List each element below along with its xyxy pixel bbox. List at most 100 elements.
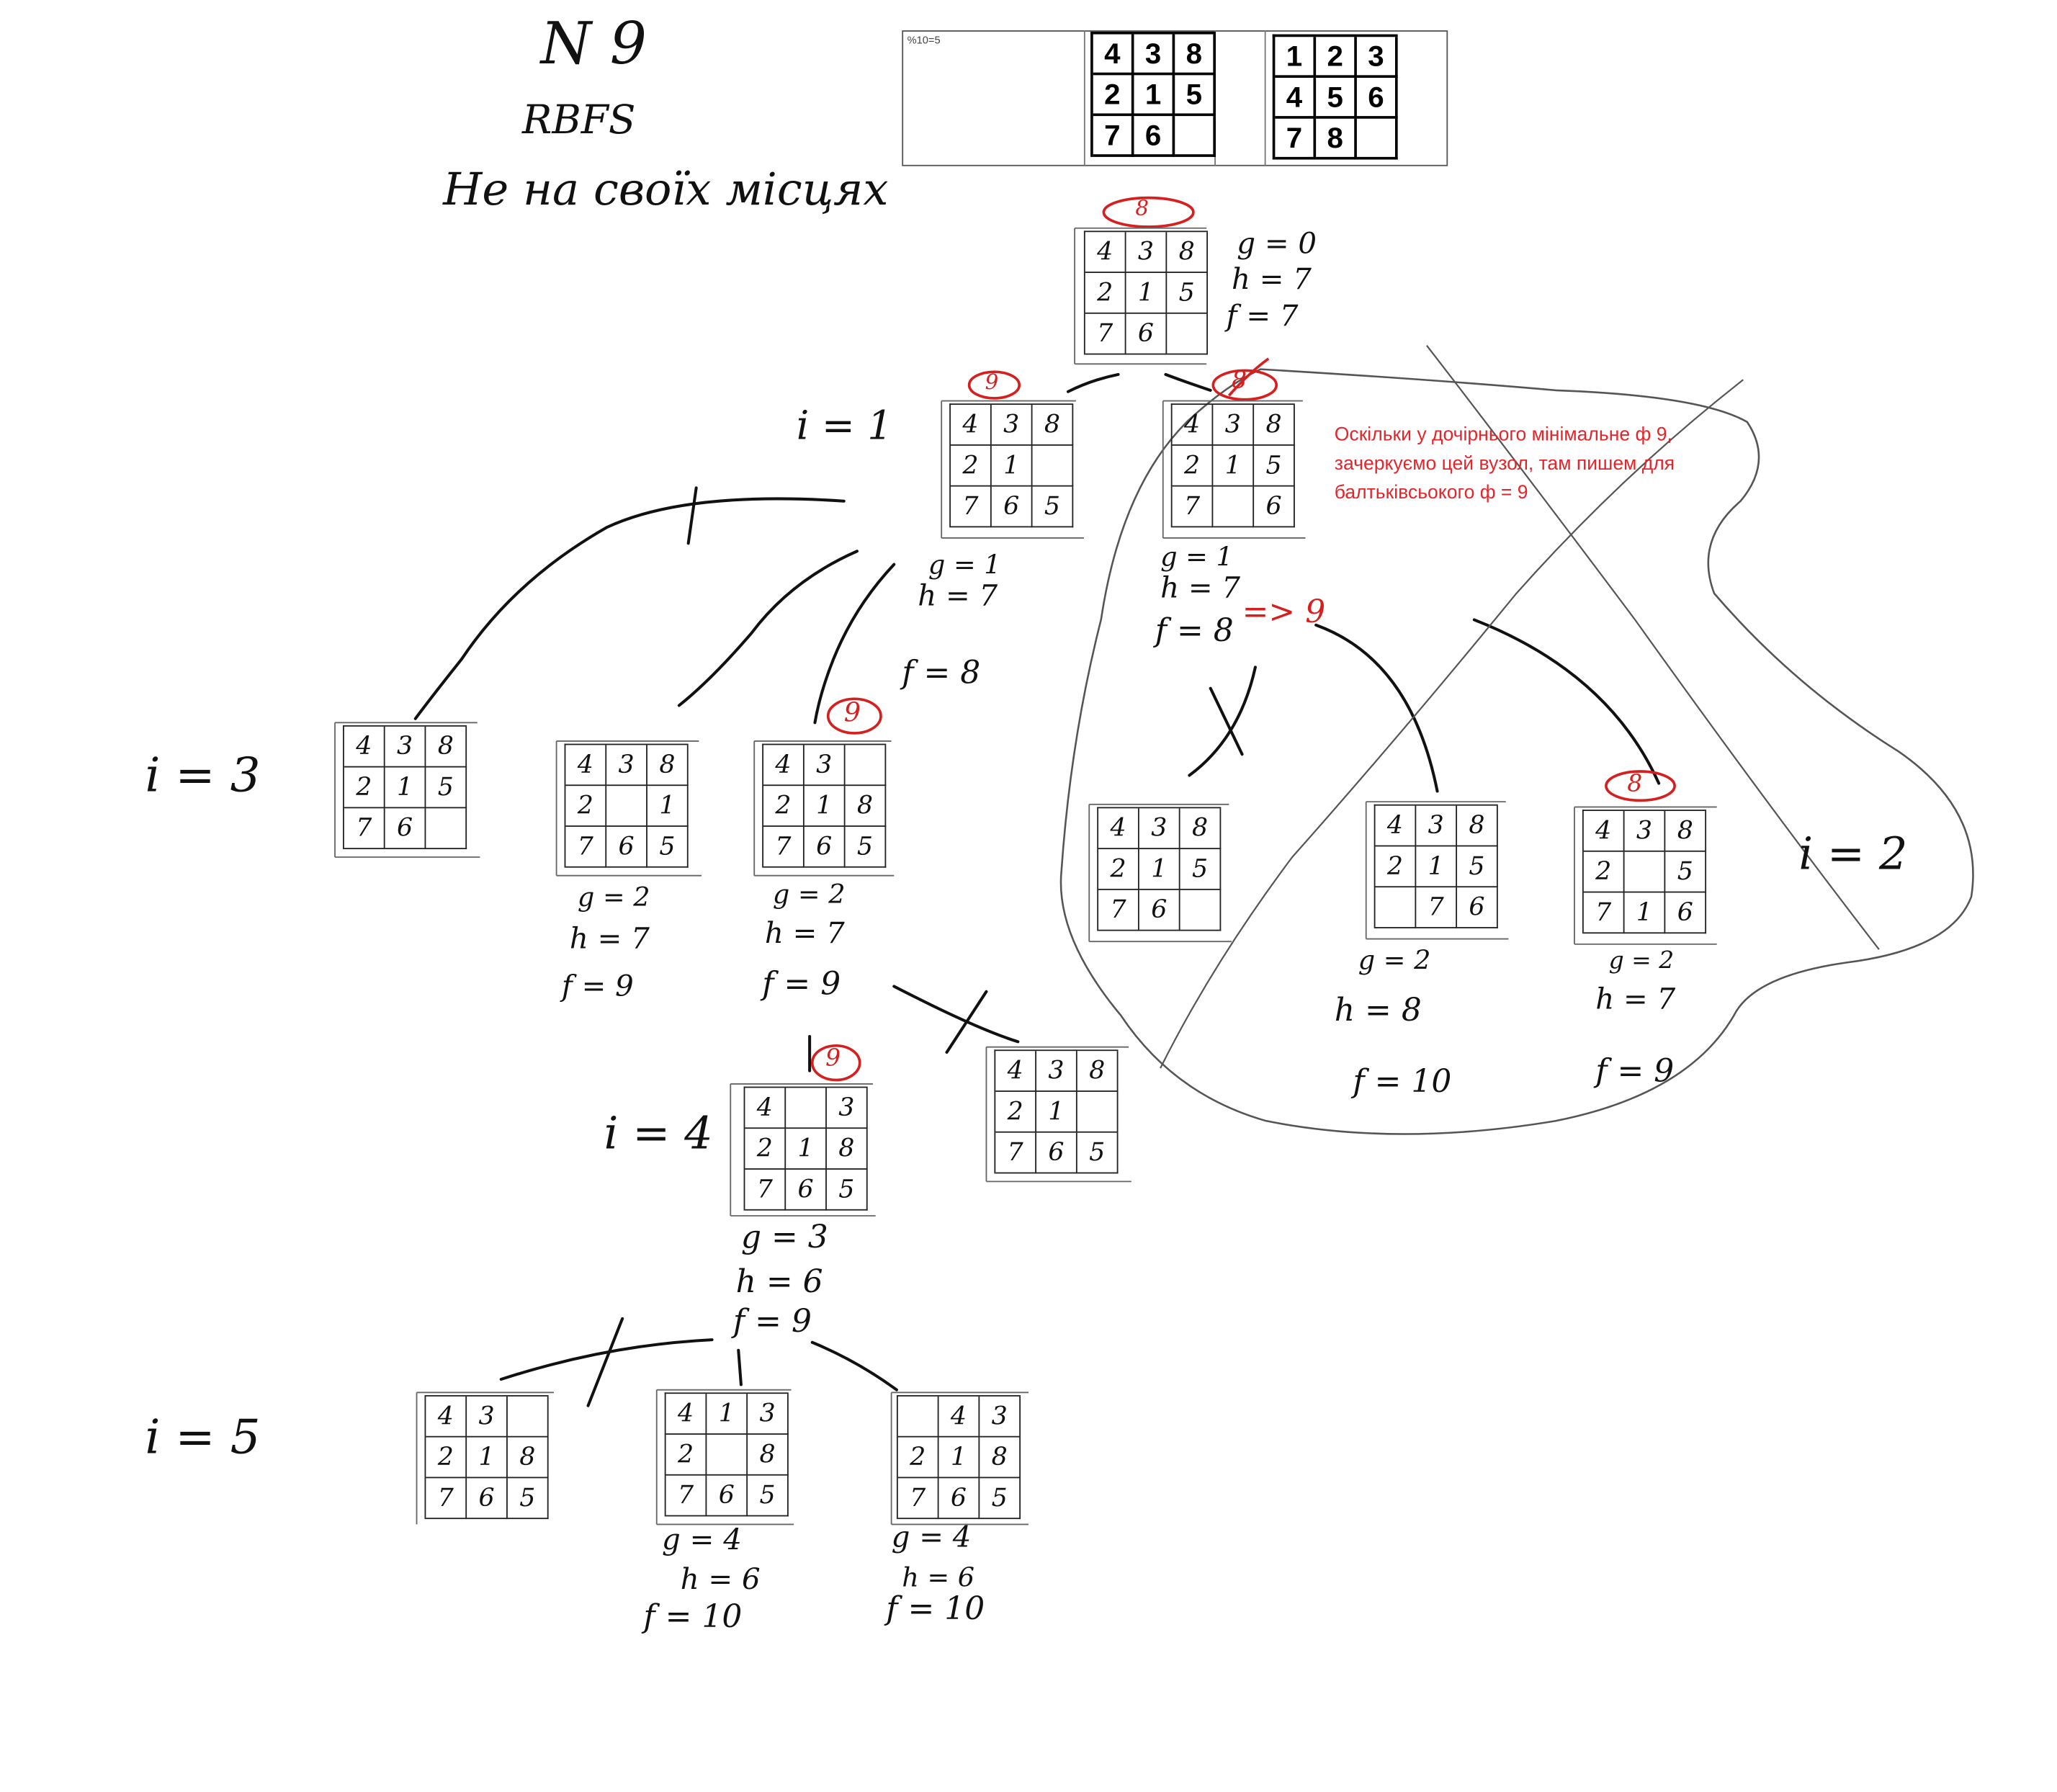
annotation-note: Оскільки у дочірнього мінімальне ф 9, за… — [1334, 424, 1675, 504]
edge-c-c1 — [499, 1338, 714, 1381]
a2-g: g = 2 — [577, 880, 650, 913]
level-i4: i = 4 — [604, 1107, 713, 1161]
frame-b2 — [1365, 801, 1509, 940]
tile: 3 — [1126, 232, 1168, 273]
strike-line-2 — [1160, 379, 1744, 1069]
tile: 8 — [1316, 118, 1357, 160]
tile: 6 — [1036, 1132, 1077, 1174]
tile: 5 — [980, 1478, 1021, 1520]
tile: 5 — [507, 1478, 549, 1520]
blank-tile — [1213, 486, 1255, 528]
level-i5: i = 5 — [145, 1410, 261, 1466]
blank-tile — [426, 808, 467, 850]
blank-tile — [897, 1396, 939, 1438]
tile: 7 — [951, 486, 992, 528]
tile: 2 — [897, 1437, 939, 1479]
tile: 8 — [1254, 405, 1295, 446]
tile: 3 — [1134, 34, 1175, 76]
blank-tile — [1375, 887, 1417, 928]
tile: 1 — [647, 786, 689, 827]
tile: 1 — [707, 1394, 748, 1435]
edge-a3-x — [892, 985, 1020, 1044]
tile: 8 — [1457, 805, 1498, 847]
tile: 6 — [385, 808, 426, 850]
blank-tile — [1167, 313, 1209, 355]
a3-h: h = 7 — [764, 918, 845, 951]
tile: 3 — [1139, 808, 1180, 850]
tile: 7 — [1583, 892, 1625, 934]
edge-b-b3 — [1472, 618, 1661, 785]
blank-tile — [1077, 1091, 1119, 1133]
tile: 8 — [826, 1129, 868, 1170]
tile: 4 — [938, 1396, 980, 1438]
tile: 4 — [565, 745, 607, 787]
tile: 4 — [1098, 808, 1139, 850]
tile: 1 — [385, 767, 426, 809]
mark-b3: 8 — [1627, 770, 1643, 798]
a3-f: f = 9 — [762, 965, 841, 1003]
b3-f: f = 9 — [1595, 1052, 1675, 1090]
cross-a1-1 — [686, 486, 698, 545]
cross-b1-1 — [1209, 686, 1244, 756]
c2-f: f = 10 — [643, 1598, 743, 1636]
tile: 7 — [1085, 313, 1126, 355]
tile: 8 — [1180, 808, 1222, 850]
tile: 6 — [606, 826, 647, 868]
tile: 5 — [1032, 486, 1074, 528]
blank-tile — [707, 1434, 748, 1476]
tile: 7 — [1093, 116, 1134, 157]
tile: 4 — [1085, 232, 1126, 273]
a3-g: g = 2 — [772, 878, 846, 910]
tile: 2 — [1098, 849, 1139, 890]
mark-a3: 9 — [843, 696, 861, 728]
tile: 6 — [467, 1478, 508, 1520]
c-f: f = 9 — [732, 1302, 812, 1340]
tile: 1 — [804, 786, 846, 827]
frame-root — [1074, 227, 1207, 365]
tile: 2 — [1583, 851, 1625, 893]
tile: 2 — [1172, 445, 1214, 487]
tile: 1 — [1213, 445, 1255, 487]
edge-c-c3 — [810, 1340, 898, 1392]
b2-g: g = 2 — [1358, 944, 1431, 976]
tile: 6 — [1356, 78, 1398, 119]
cross-a3x-1 — [945, 990, 988, 1054]
tile: 8 — [980, 1437, 1021, 1479]
root-f: f = 7 — [1226, 300, 1299, 334]
frame-c1 — [416, 1392, 554, 1525]
tile: 7 — [1416, 887, 1458, 928]
method-label: RBFS — [521, 97, 636, 144]
frame-a2 — [555, 740, 702, 877]
tile: 4 — [951, 405, 992, 446]
edge-b-b1 — [1188, 666, 1257, 777]
b2-h: h = 8 — [1334, 991, 1422, 1029]
tile: 6 — [1457, 887, 1498, 928]
lasso — [1059, 368, 1974, 1135]
tile: 2 — [951, 445, 992, 487]
tile: 5 — [1665, 851, 1707, 893]
edge-a-a3 — [813, 563, 896, 725]
tile: 3 — [991, 405, 1033, 446]
root-h: h = 7 — [1231, 264, 1312, 297]
tile: 2 — [763, 786, 805, 827]
c2-g: g = 4 — [662, 1524, 742, 1558]
tile: 1 — [1275, 37, 1317, 79]
tile: 4 — [995, 1051, 1037, 1092]
tile: 1 — [467, 1437, 508, 1479]
tile: 3 — [1416, 805, 1458, 847]
tile: 5 — [1167, 272, 1209, 314]
edge-root-a — [1066, 372, 1120, 393]
c-h: h = 6 — [735, 1263, 823, 1301]
tile: 8 — [1175, 34, 1216, 76]
tile: 6 — [804, 826, 846, 868]
level-i1: i = 1 — [796, 403, 893, 450]
tile: 5 — [826, 1169, 868, 1211]
mark-oval-b3 — [1605, 770, 1676, 802]
